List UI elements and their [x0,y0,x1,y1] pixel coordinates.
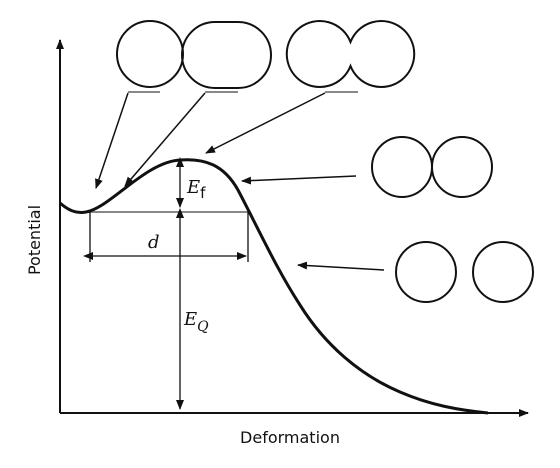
y-axis-label: Potential [25,205,44,275]
pointer-necked [205,92,326,154]
necked-nucleus-shape [285,20,416,93]
d-label: d [148,232,160,253]
pointer-sphere [95,92,129,189]
pointer-separated [297,261,385,271]
pointer-touching [241,175,357,185]
separated-fragments-shape [395,241,534,303]
spherical-nucleus-shape [116,20,184,93]
touching-fragments-shape [371,136,493,198]
ef-label: Ef [186,177,206,202]
axes [56,39,529,417]
deformed-nucleus-shape [181,21,272,93]
eq-label: EQ [183,309,209,335]
pointer-deformed [124,92,206,187]
potential-curve [59,158,489,415]
x-axis-label: Deformation [240,428,340,447]
